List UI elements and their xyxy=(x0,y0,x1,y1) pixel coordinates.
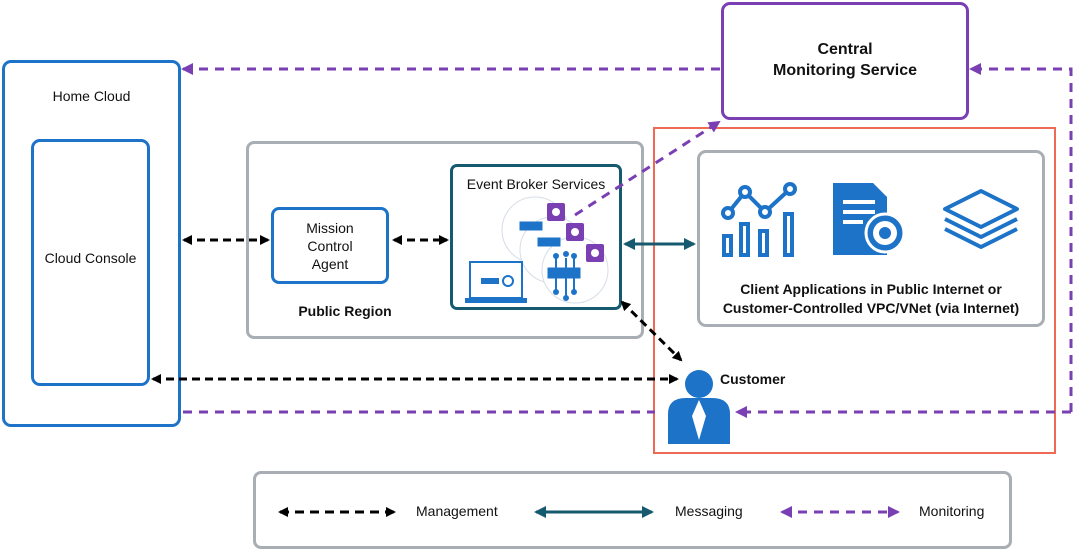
central-monitoring-line1: Central xyxy=(817,41,873,58)
customer-zone-box xyxy=(653,127,1056,454)
monitoring-arrow-broker-central xyxy=(574,120,721,217)
customer-label: Customer xyxy=(720,371,786,387)
client-applications-box xyxy=(697,150,1045,327)
central-monitoring-box xyxy=(721,2,969,120)
customer-person-icon xyxy=(668,370,730,444)
event-broker-services-box xyxy=(450,164,622,310)
legend-monitoring-label: Monitoring xyxy=(919,503,985,519)
monitoring-arrow-customer-central xyxy=(969,63,1073,412)
management-arrow-broker-customer xyxy=(620,300,683,362)
analytics-chart-icon xyxy=(721,182,797,257)
legend-messaging-label: Messaging xyxy=(675,503,743,519)
home-cloud-title: Home Cloud xyxy=(52,88,131,104)
layers-stack-icon xyxy=(943,189,1019,249)
public-region-label: Public Region xyxy=(298,303,392,319)
cloud-console-label: Cloud Console xyxy=(44,250,137,266)
legend-management-label: Management xyxy=(416,503,498,519)
event-broker-icon xyxy=(465,196,609,304)
cloud-console-box xyxy=(31,139,150,386)
mission-control-agent-box xyxy=(271,207,389,284)
mission-control-agent-line1: Mission xyxy=(306,220,354,236)
home-cloud-box xyxy=(2,60,181,427)
legend-box xyxy=(253,471,1012,549)
mission-control-agent-line2: Control xyxy=(307,238,353,254)
document-gear-icon xyxy=(833,183,906,255)
event-broker-services-title: Event Broker Services xyxy=(466,176,606,192)
client-applications-line2: Customer-Controlled VPC/VNet (via Intern… xyxy=(722,300,1020,316)
client-applications-line1: Client Applications in Public Internet o… xyxy=(740,281,1002,297)
central-monitoring-line2: Monitoring Service xyxy=(772,62,918,79)
mission-control-agent-line3: Agent xyxy=(311,256,349,272)
